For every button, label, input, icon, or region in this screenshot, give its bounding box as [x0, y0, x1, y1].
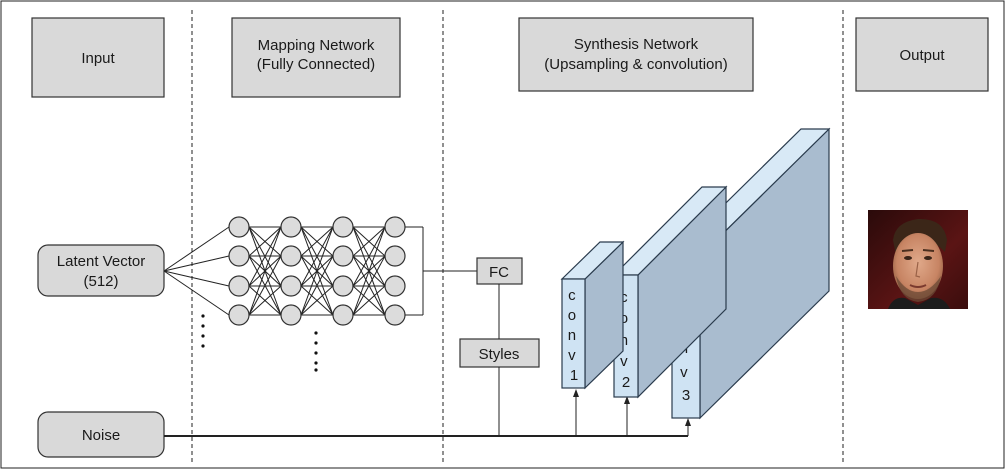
neuron [332, 304, 354, 326]
dense-connection [300, 226, 334, 257]
styles-label: Styles [479, 346, 520, 363]
fc-node: FC [476, 257, 523, 285]
header-output-label: Output [899, 47, 945, 64]
header-mapping-subtitle: (Fully Connected) [257, 56, 375, 73]
noise-label: Noise [82, 427, 120, 444]
header-synthesis-network: Synthesis Network (Upsampling & convolut… [518, 17, 754, 92]
dense-connection [352, 226, 386, 257]
neuron [280, 216, 302, 238]
neuron [384, 275, 406, 297]
header-mapping-network: Mapping Network (Fully Connected) [231, 17, 401, 98]
header-output: Output [855, 17, 989, 92]
dense-connection [352, 255, 386, 316]
latent-to-layer1-connection [163, 270, 230, 287]
neuron [228, 275, 250, 297]
dense-connection [352, 226, 386, 287]
neuron [228, 245, 250, 267]
header-input-label: Input [81, 50, 115, 67]
latent-vector-size: (512) [83, 273, 118, 290]
dense-connection [300, 226, 334, 316]
ellipsis-dots-left [201, 314, 205, 348]
conv2-label: c o n v 2 [620, 289, 633, 391]
dense-connection [300, 285, 334, 316]
latent-to-layer1-connection [163, 270, 230, 316]
conv1-label: c o n v 1 [568, 287, 581, 384]
dense-connection [352, 226, 386, 316]
dense-connection [352, 285, 386, 316]
dense-connection [248, 226, 282, 287]
dense-connection [300, 255, 334, 316]
neuron [332, 275, 354, 297]
dense-connection [248, 226, 282, 257]
neuron [332, 216, 354, 238]
ellipsis-dots-middle [314, 331, 318, 372]
mapping-network-connections [163, 226, 386, 316]
dense-connection [248, 255, 282, 316]
header-mapping-title: Mapping Network [258, 37, 375, 54]
dense-connection [248, 285, 282, 316]
mapping-output-connector [405, 226, 477, 316]
neuron [332, 245, 354, 267]
latent-to-layer1-connection [163, 255, 230, 272]
conv1-block: c o n v 1 [560, 240, 625, 390]
neuron [228, 304, 250, 326]
neuron [280, 304, 302, 326]
styles-node: Styles [459, 338, 540, 368]
neuron [384, 245, 406, 267]
neuron [384, 216, 406, 238]
fc-label: FC [489, 264, 509, 281]
neuron [280, 245, 302, 267]
dense-connection [300, 226, 334, 287]
noise-node: Noise [37, 411, 165, 458]
neuron [384, 304, 406, 326]
latent-to-layer1-connection [163, 226, 230, 272]
noise-arrows [573, 389, 691, 436]
header-synthesis-subtitle: (Upsampling & convolution) [544, 56, 727, 73]
output-face-image [868, 210, 968, 309]
neuron [280, 275, 302, 297]
neuron [228, 216, 250, 238]
dense-connection [248, 226, 282, 316]
mapping-network-neurons [228, 216, 406, 326]
header-synthesis-title: Synthesis Network [574, 36, 699, 53]
latent-vector-node: Latent Vector (512) [37, 244, 165, 297]
latent-vector-label: Latent Vector [57, 253, 145, 270]
header-input: Input [31, 17, 165, 98]
